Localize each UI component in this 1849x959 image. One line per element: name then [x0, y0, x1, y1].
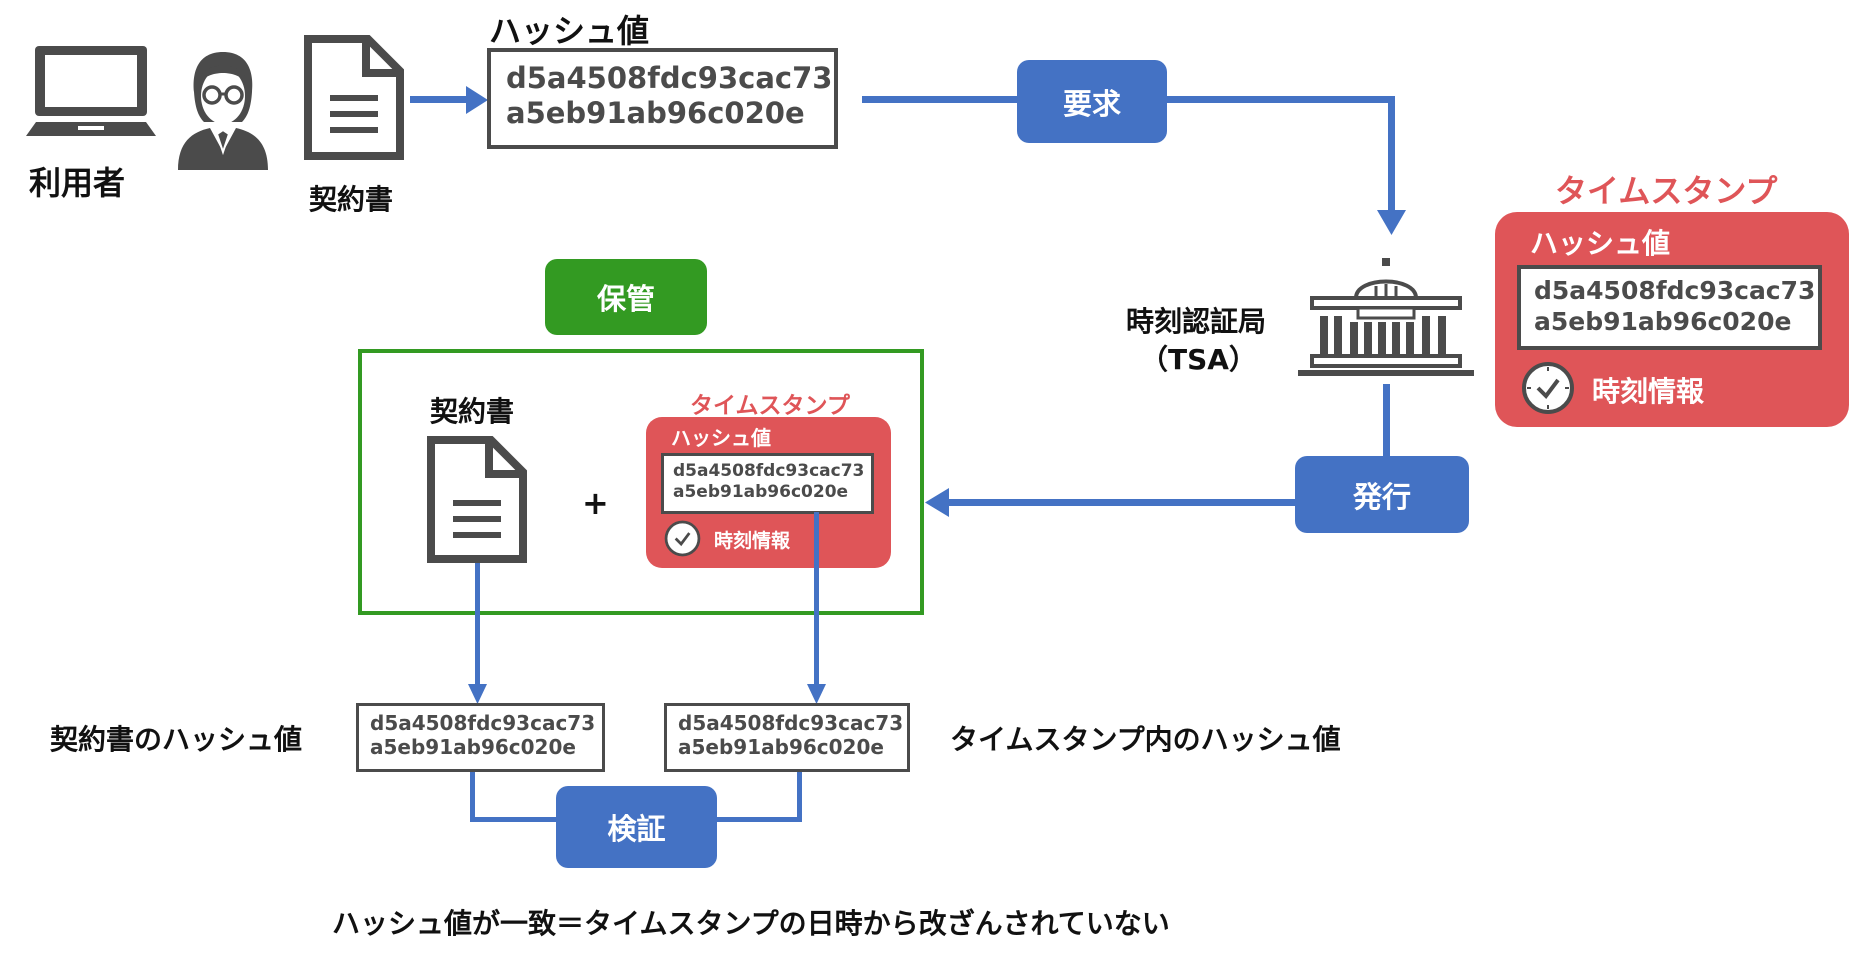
timestamp-hash-label: ハッシュ値 [1530, 227, 1671, 260]
document-hash-line [475, 563, 480, 688]
timestamp-inner-hash-line-1: d5a4508fdc93cac73 [678, 711, 904, 735]
conclusion-text: ハッシュ値が一致＝タイムスタンプの日時から改ざんされていない [332, 907, 1170, 940]
verify-connector-right-v [797, 772, 802, 822]
arrow-doc-to-hash [410, 96, 468, 103]
request-button-label: 要求 [1062, 86, 1121, 121]
arrow-head-down-right [807, 684, 826, 704]
document-label: 契約書 [309, 183, 394, 216]
document-icon [304, 35, 404, 160]
verify-button[interactable]: 検証 [556, 786, 717, 868]
timestamp-hash-box: d5a4508fdc93cac73 a5eb91ab96c020e [1517, 265, 1822, 350]
timestamp-hash-line [814, 512, 819, 688]
request-line-down [1388, 96, 1395, 216]
tsa-sublabel: （TSA） [1140, 343, 1257, 376]
hash-line-1: d5a4508fdc93cac73 [506, 61, 833, 95]
storage-document-icon [427, 436, 527, 563]
timestamp-inner-hash-box: d5a4508fdc93cac73 a5eb91ab96c020e [664, 703, 910, 772]
arrow-head-right [466, 86, 488, 114]
storage-timestamp-title: タイムスタンプ [690, 393, 850, 419]
person-icon [178, 52, 268, 170]
storage-timestamp-hash-label: ハッシュ値 [671, 426, 771, 450]
storage-hash-line-2: a5eb91ab96c020e [673, 481, 849, 502]
timestamp-time-label: 時刻情報 [1592, 375, 1705, 408]
verify-button-label: 検証 [607, 812, 666, 846]
document-hash-label: 契約書のハッシュ値 [50, 723, 303, 756]
document-hash-box: d5a4508fdc93cac73 a5eb91ab96c020e [356, 703, 605, 772]
verify-connector-right-h [712, 817, 802, 822]
plus-sign: + [582, 484, 609, 522]
document-hash-line-1: d5a4508fdc93cac73 [370, 711, 596, 735]
verify-connector-left-v [470, 772, 475, 822]
timestamp-title: タイムスタンプ [1555, 172, 1778, 210]
storage-frame [358, 349, 924, 615]
verify-connector-left-h [470, 817, 560, 822]
user-label: 利用者 [29, 164, 126, 202]
storage-time-label: 時刻情報 [714, 530, 791, 552]
storage-button[interactable]: 保管 [545, 259, 707, 335]
arrow-head-down [1377, 210, 1406, 235]
document-hash-line-2: a5eb91ab96c020e [370, 735, 576, 760]
storage-document-label: 契約書 [430, 395, 515, 428]
storage-clock-icon [664, 520, 701, 557]
issue-line-vertical [1383, 384, 1390, 458]
storage-button-label: 保管 [596, 282, 655, 316]
timestamp-hash-line-2: a5eb91ab96c020e [1534, 306, 1792, 336]
government-building-icon [1298, 258, 1474, 376]
timestamp-inner-hash-line-2: a5eb91ab96c020e [678, 735, 884, 760]
hash-line-2: a5eb91ab96c020e [506, 96, 805, 131]
tsa-label: 時刻認証局 [1126, 305, 1267, 338]
issue-line [945, 499, 1297, 506]
laptop-icon [26, 46, 156, 136]
hash-heading: ハッシュ値 [489, 12, 650, 50]
issue-button[interactable]: 発行 [1295, 456, 1469, 533]
arrow-head-left [925, 488, 949, 517]
clock-icon [1522, 362, 1574, 414]
hash-value-box: d5a4508fdc93cac73 a5eb91ab96c020e [487, 48, 838, 149]
timestamp-hash-compare-label: タイムスタンプ内のハッシュ値 [950, 723, 1341, 756]
storage-hash-line-1: d5a4508fdc93cac73 [673, 461, 865, 481]
timestamp-hash-line-1: d5a4508fdc93cac73 [1534, 276, 1816, 305]
request-button[interactable]: 要求 [1017, 60, 1167, 143]
issue-button-label: 発行 [1352, 479, 1411, 514]
arrow-head-down-left [468, 684, 487, 704]
storage-timestamp-hash-box: d5a4508fdc93cac73 a5eb91ab96c020e [661, 453, 874, 514]
